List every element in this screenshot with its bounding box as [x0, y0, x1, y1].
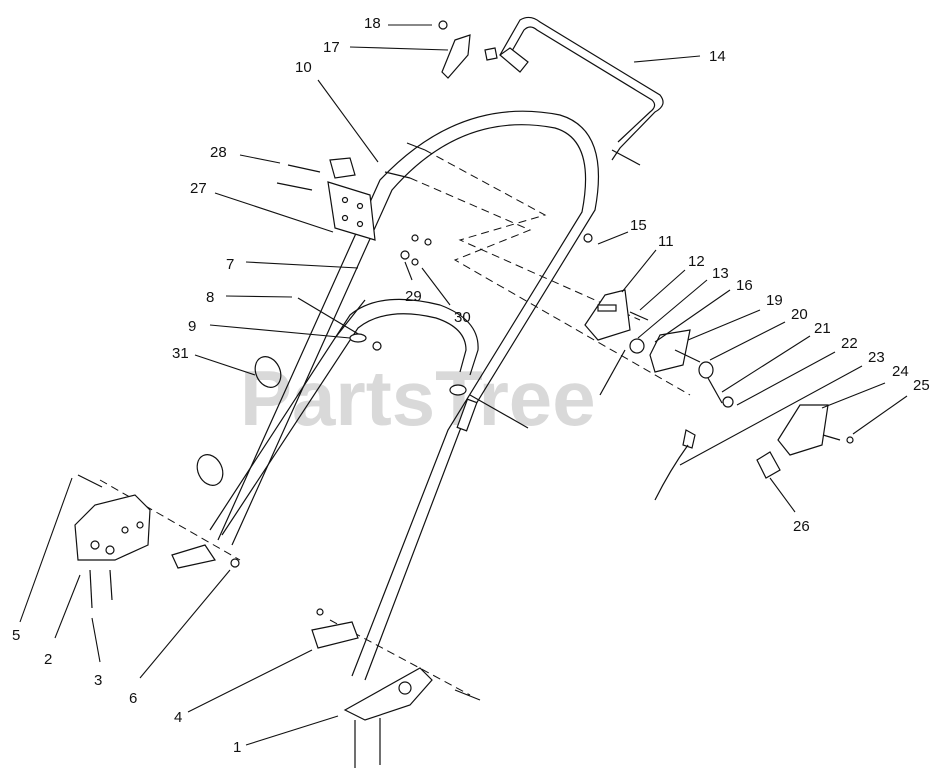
callout-20: 20 — [791, 306, 808, 323]
callout-27: 27 — [190, 180, 207, 197]
callout-24: 24 — [892, 363, 909, 380]
cable-tie-31 — [254, 356, 282, 388]
watermark: PartsTree — [240, 354, 596, 442]
pad-26 — [756, 451, 781, 479]
callout-16: 16 — [736, 277, 753, 294]
callout-18: 18 — [364, 15, 381, 32]
callout-22: 22 — [841, 335, 858, 352]
bracket-27 — [276, 157, 376, 241]
align-line-2 — [409, 177, 691, 396]
callout-28: 28 — [210, 144, 227, 161]
cable-22 — [682, 429, 696, 449]
bushing-13 — [629, 338, 645, 354]
callout-19: 19 — [766, 292, 783, 309]
bracket-24 — [777, 404, 829, 456]
callout-5: 5 — [12, 627, 20, 644]
callout-4: 4 — [174, 709, 182, 726]
bracket-17 — [438, 20, 498, 79]
callout-30: 30 — [454, 309, 471, 326]
callout-29: 29 — [405, 288, 422, 305]
callout-9: 9 — [188, 318, 196, 335]
callout-13: 13 — [712, 265, 729, 282]
callout-3: 3 — [94, 672, 102, 689]
knob-20 — [698, 361, 714, 379]
cable-tie — [196, 454, 224, 486]
callout-11: 11 — [658, 233, 674, 250]
nut-6 — [230, 558, 240, 568]
cable-guide — [334, 299, 366, 339]
callout-17: 17 — [323, 39, 340, 56]
lower-handle — [209, 298, 479, 536]
washer-9 — [349, 333, 367, 343]
nut-15 — [583, 233, 593, 243]
callout-26: 26 — [793, 518, 810, 535]
callout-21: 21 — [814, 320, 831, 337]
left-bracket — [74, 474, 240, 609]
callout-14: 14 — [709, 48, 726, 65]
callout-7: 7 — [226, 256, 234, 273]
callout-25: 25 — [913, 377, 930, 394]
bolt-8 — [297, 297, 361, 336]
align-line-3 — [99, 479, 241, 561]
callout-12: 12 — [688, 253, 705, 270]
lower-bracket — [311, 608, 481, 768]
callout-1: 1 — [233, 739, 241, 756]
nut-18 — [438, 20, 448, 30]
nut-21 — [722, 396, 734, 408]
upper-handle — [217, 110, 600, 681]
callout-numbers: 1 2 3 4 5 6 7 8 9 10 11 12 13 14 15 16 1… — [12, 15, 930, 756]
callout-15: 15 — [630, 217, 647, 234]
callout-8: 8 — [206, 289, 214, 306]
callout-31: 31 — [172, 345, 189, 362]
rod — [599, 349, 626, 396]
bail-bar — [499, 16, 664, 166]
bolt-10 — [384, 171, 411, 179]
callout-6: 6 — [129, 690, 137, 707]
callout-23: 23 — [868, 349, 885, 366]
nut-30 — [411, 258, 419, 266]
control-assembly — [583, 233, 854, 501]
bracket-16 — [649, 329, 691, 373]
bracket-11 — [584, 289, 631, 341]
callout-10: 10 — [295, 59, 312, 76]
leader-lines — [19, 24, 908, 746]
bolt-10b — [406, 142, 426, 151]
align-line-1 — [424, 149, 641, 321]
washer-29 — [400, 250, 410, 260]
callout-2: 2 — [44, 651, 52, 668]
